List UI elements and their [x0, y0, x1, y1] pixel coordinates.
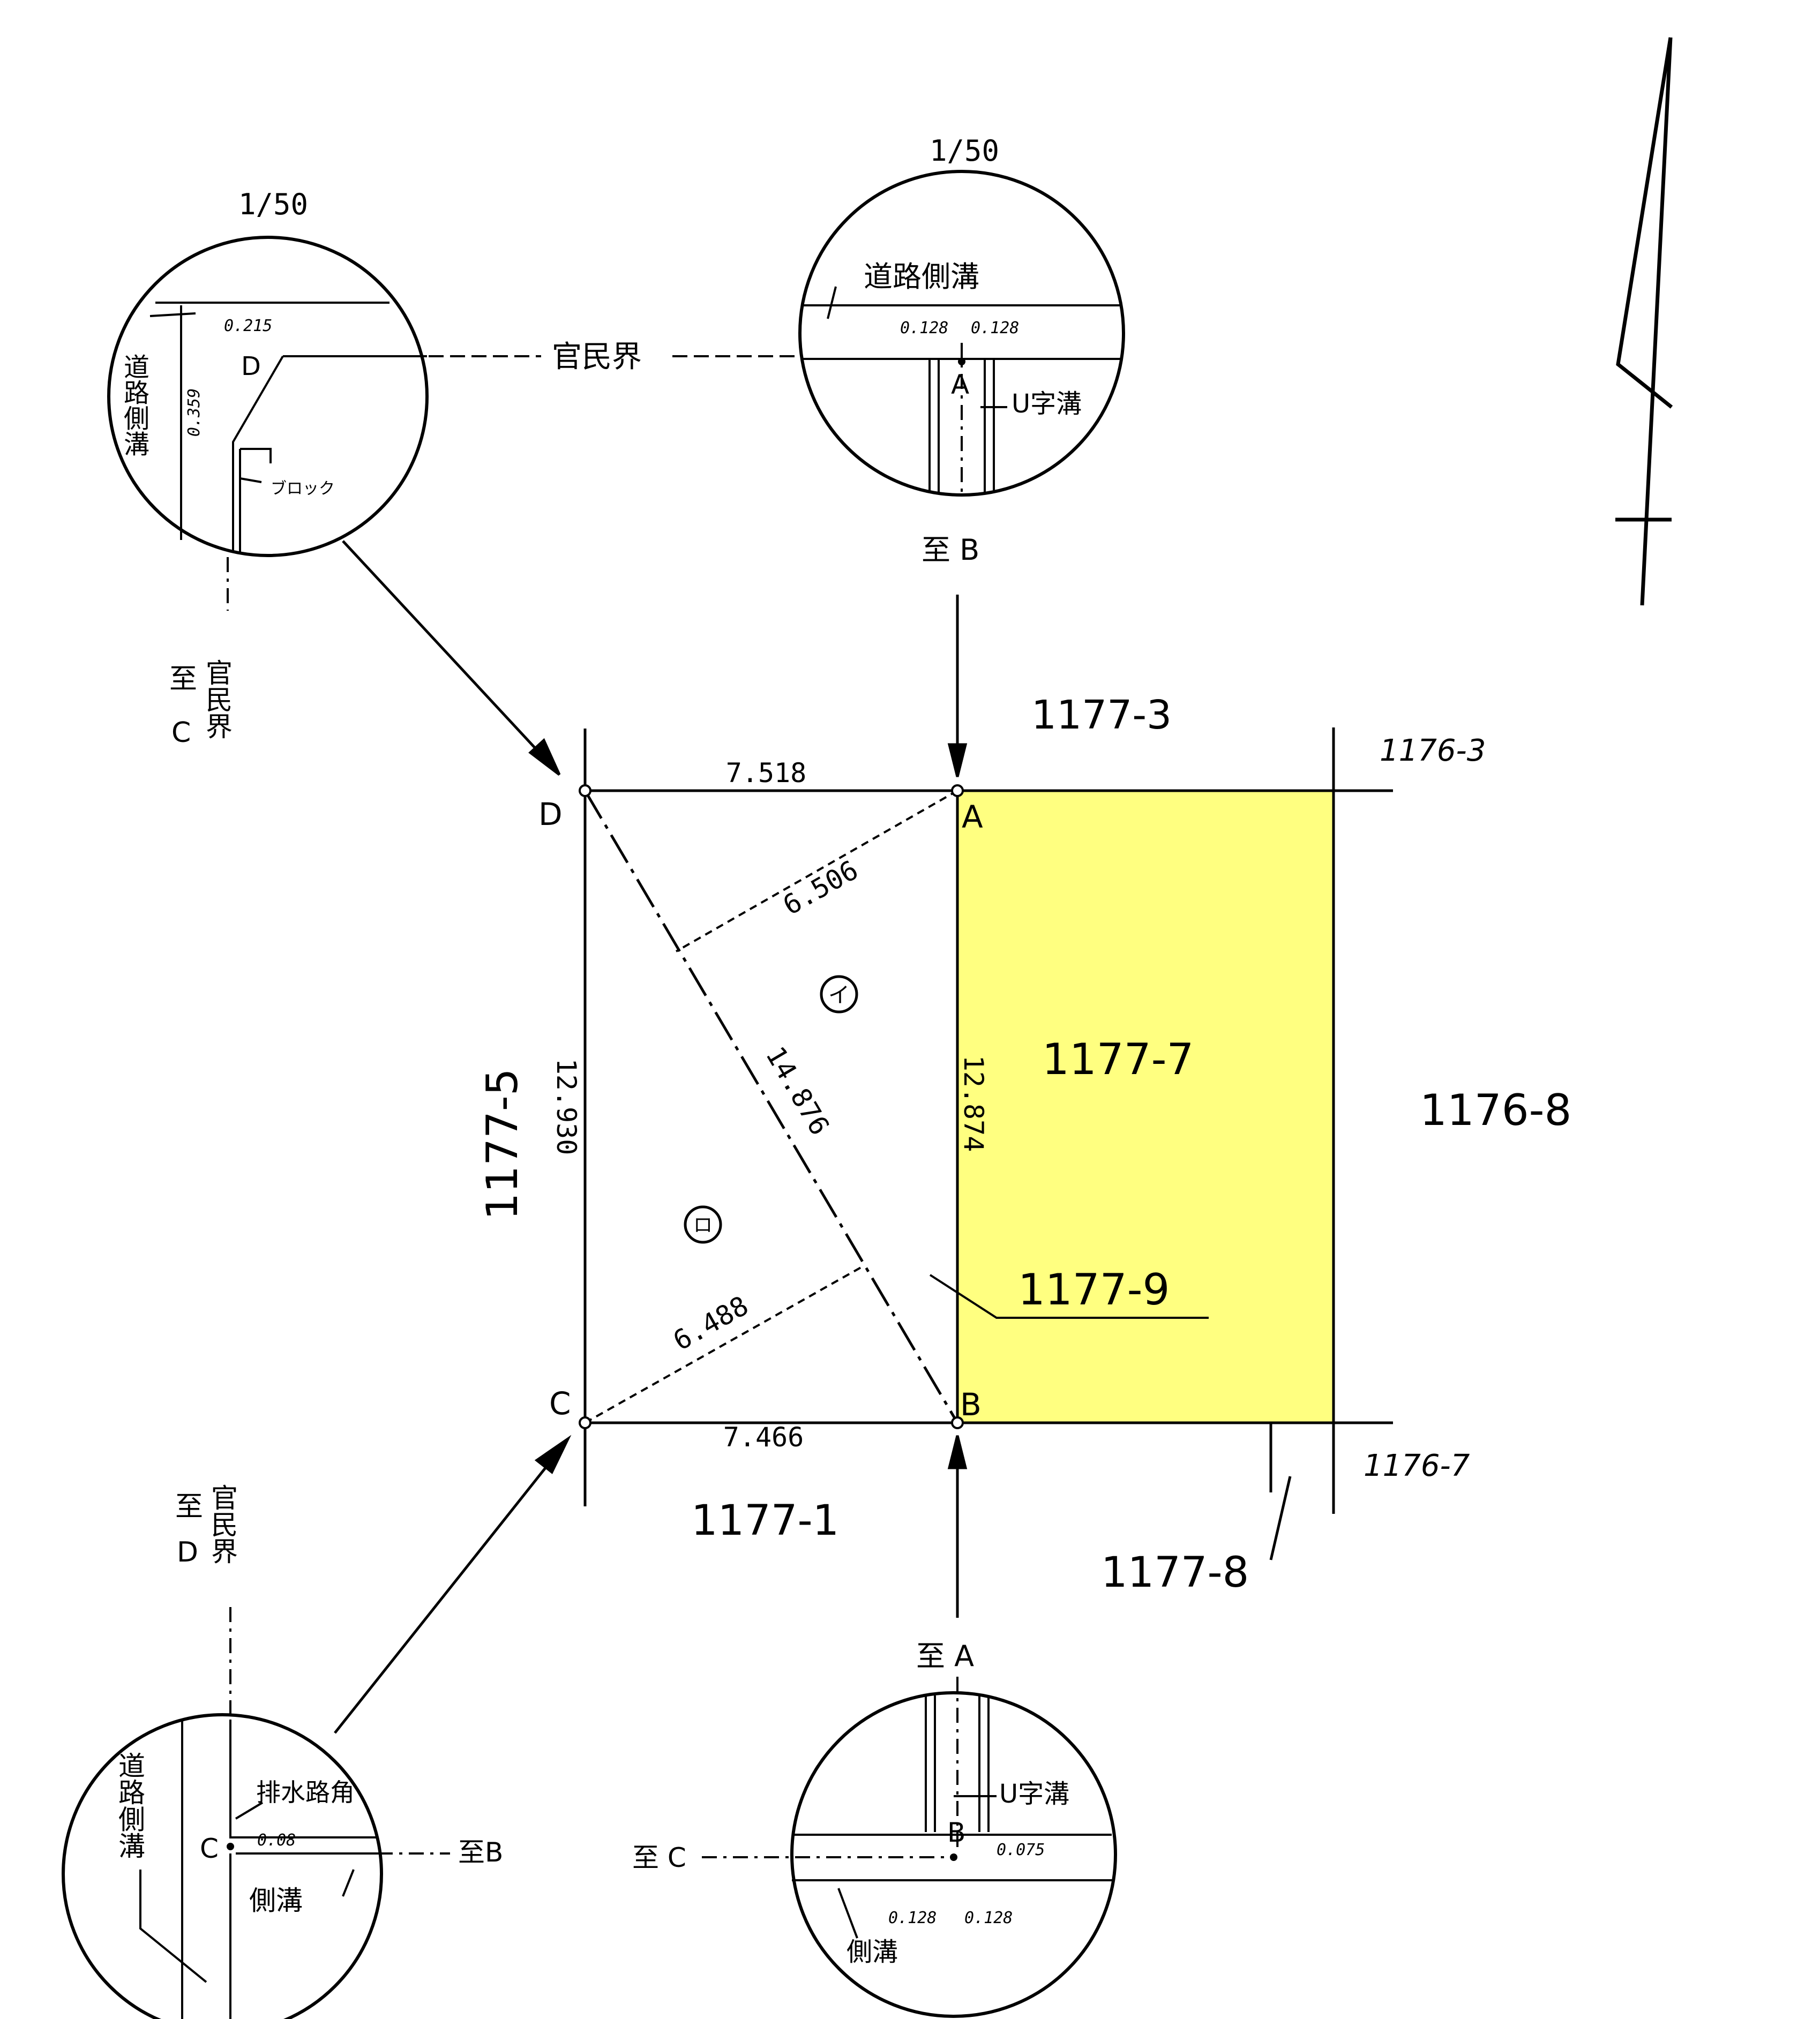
detail-b-u-ditch: U字溝 [999, 1779, 1069, 1809]
detail-d-dx: 0.215 [224, 317, 272, 335]
parcel-south-east-line: 1176-7 [1364, 1448, 1470, 1483]
parcel-south: 1177-1 [691, 1497, 839, 1545]
detail-arrows [334, 540, 968, 1734]
detail-b-point: B [947, 1817, 965, 1848]
detail-a-offset-left: 0.128 [900, 319, 948, 337]
point-d-label: D [538, 796, 563, 832]
detail-d-to-boundary: 官民界 [201, 659, 233, 739]
detail-a-point: A [951, 369, 969, 400]
boundary-label-top: 官民界 [552, 340, 642, 374]
parcel-north-east: 1176-3 [1380, 733, 1486, 768]
survey-point-icon [579, 784, 964, 1429]
detail-b-to-a: 至 A [916, 1639, 974, 1673]
detail-d: 1/50 道路側溝 ブロック 0.215 0.359 D 官民界 至 C 官民界 [107, 187, 796, 749]
dim-diag: 14.876 [760, 1041, 836, 1140]
dim-h-c: 6.488 [668, 1290, 754, 1356]
parcel-west: 1177-5 [477, 1068, 527, 1220]
detail-c-drain-corner: 排水路角 [256, 1778, 355, 1807]
detail-a: 1/50 道路側溝 0.128 0.128 A U字溝 至 B [798, 134, 1125, 567]
dim-da: 7.518 [726, 757, 807, 789]
detail-b-side-ditch: 側溝 [847, 1937, 898, 1967]
detail-c-to-b-label: 至B [458, 1837, 503, 1868]
detail-b-offset: 0.075 [997, 1841, 1045, 1859]
dim-cb: 7.466 [723, 1422, 804, 1453]
parcel-north: 1177-3 [1031, 692, 1172, 738]
detail-d-to-b: C [171, 717, 191, 749]
parcel-center: 1177-7 [1042, 1034, 1194, 1084]
parcel-south-east: 1177-8 [1101, 1549, 1249, 1597]
detail-b: 至 A U字溝 B 0.075 至 C 0.128 0.128 側溝 [632, 1639, 1117, 2018]
detail-d-to-a: 至 [169, 663, 197, 695]
detail-d-point: D [241, 351, 261, 381]
area-marks [684, 975, 858, 1244]
detail-b-offset-right: 0.128 [964, 1909, 1013, 1927]
detail-c: 至 D 官民界 道路側溝 排水路角 C 0.08 側溝 至B [62, 1484, 503, 2019]
detail-c-offset: 0.08 [257, 1831, 296, 1850]
detail-a-scale: 1/50 [930, 134, 999, 168]
area-ro-label: ロ [693, 1214, 713, 1236]
north-arrow-icon [1615, 37, 1673, 606]
parcel-east: 1176-8 [1420, 1085, 1571, 1135]
parcel-boundary-strip: 1177-9 [1018, 1265, 1170, 1315]
area-i-label: イ [828, 983, 850, 1008]
parcel-boundaries [583, 727, 1393, 1560]
detail-c-to-a: 至 [175, 1491, 203, 1523]
point-a-label: A [962, 799, 983, 835]
point-b-label: B [960, 1386, 982, 1423]
detail-d-block: ブロック [271, 479, 335, 498]
dim-ab: 12.874 [958, 1055, 989, 1152]
detail-a-to-b: 至 B [922, 533, 979, 567]
point-c-label: C [549, 1385, 571, 1422]
dim-dc: 12.930 [551, 1059, 582, 1155]
detail-d-scale: 1/50 [238, 187, 308, 221]
detail-c-side-ditch: 側溝 [249, 1885, 303, 1916]
parcel-1177-7-fill [957, 791, 1334, 1423]
detail-c-to-boundary: 官民界 [207, 1484, 238, 1564]
dim-h-a: 6.506 [778, 854, 863, 921]
detail-c-to-b: D [177, 1536, 198, 1568]
detail-c-point: C [200, 1833, 219, 1864]
detail-d-dy: 0.359 [185, 388, 204, 437]
diagonal-db [583, 790, 959, 1424]
detail-a-offset-right: 0.128 [971, 319, 1019, 337]
detail-c-road-ditch: 道路側溝 [114, 1752, 145, 1859]
height-line-c [585, 1264, 865, 1424]
leader-1177-9 [929, 1274, 1209, 1319]
detail-a-u-ditch: U字溝 [1012, 389, 1082, 419]
detail-b-to-c: 至 C [632, 1842, 686, 1873]
detail-b-offset-left: 0.128 [888, 1909, 937, 1927]
detail-d-road-ditch: 道路側溝 [119, 354, 149, 456]
detail-a-road-ditch: 道路側溝 [864, 260, 979, 294]
height-line-a [676, 790, 958, 952]
